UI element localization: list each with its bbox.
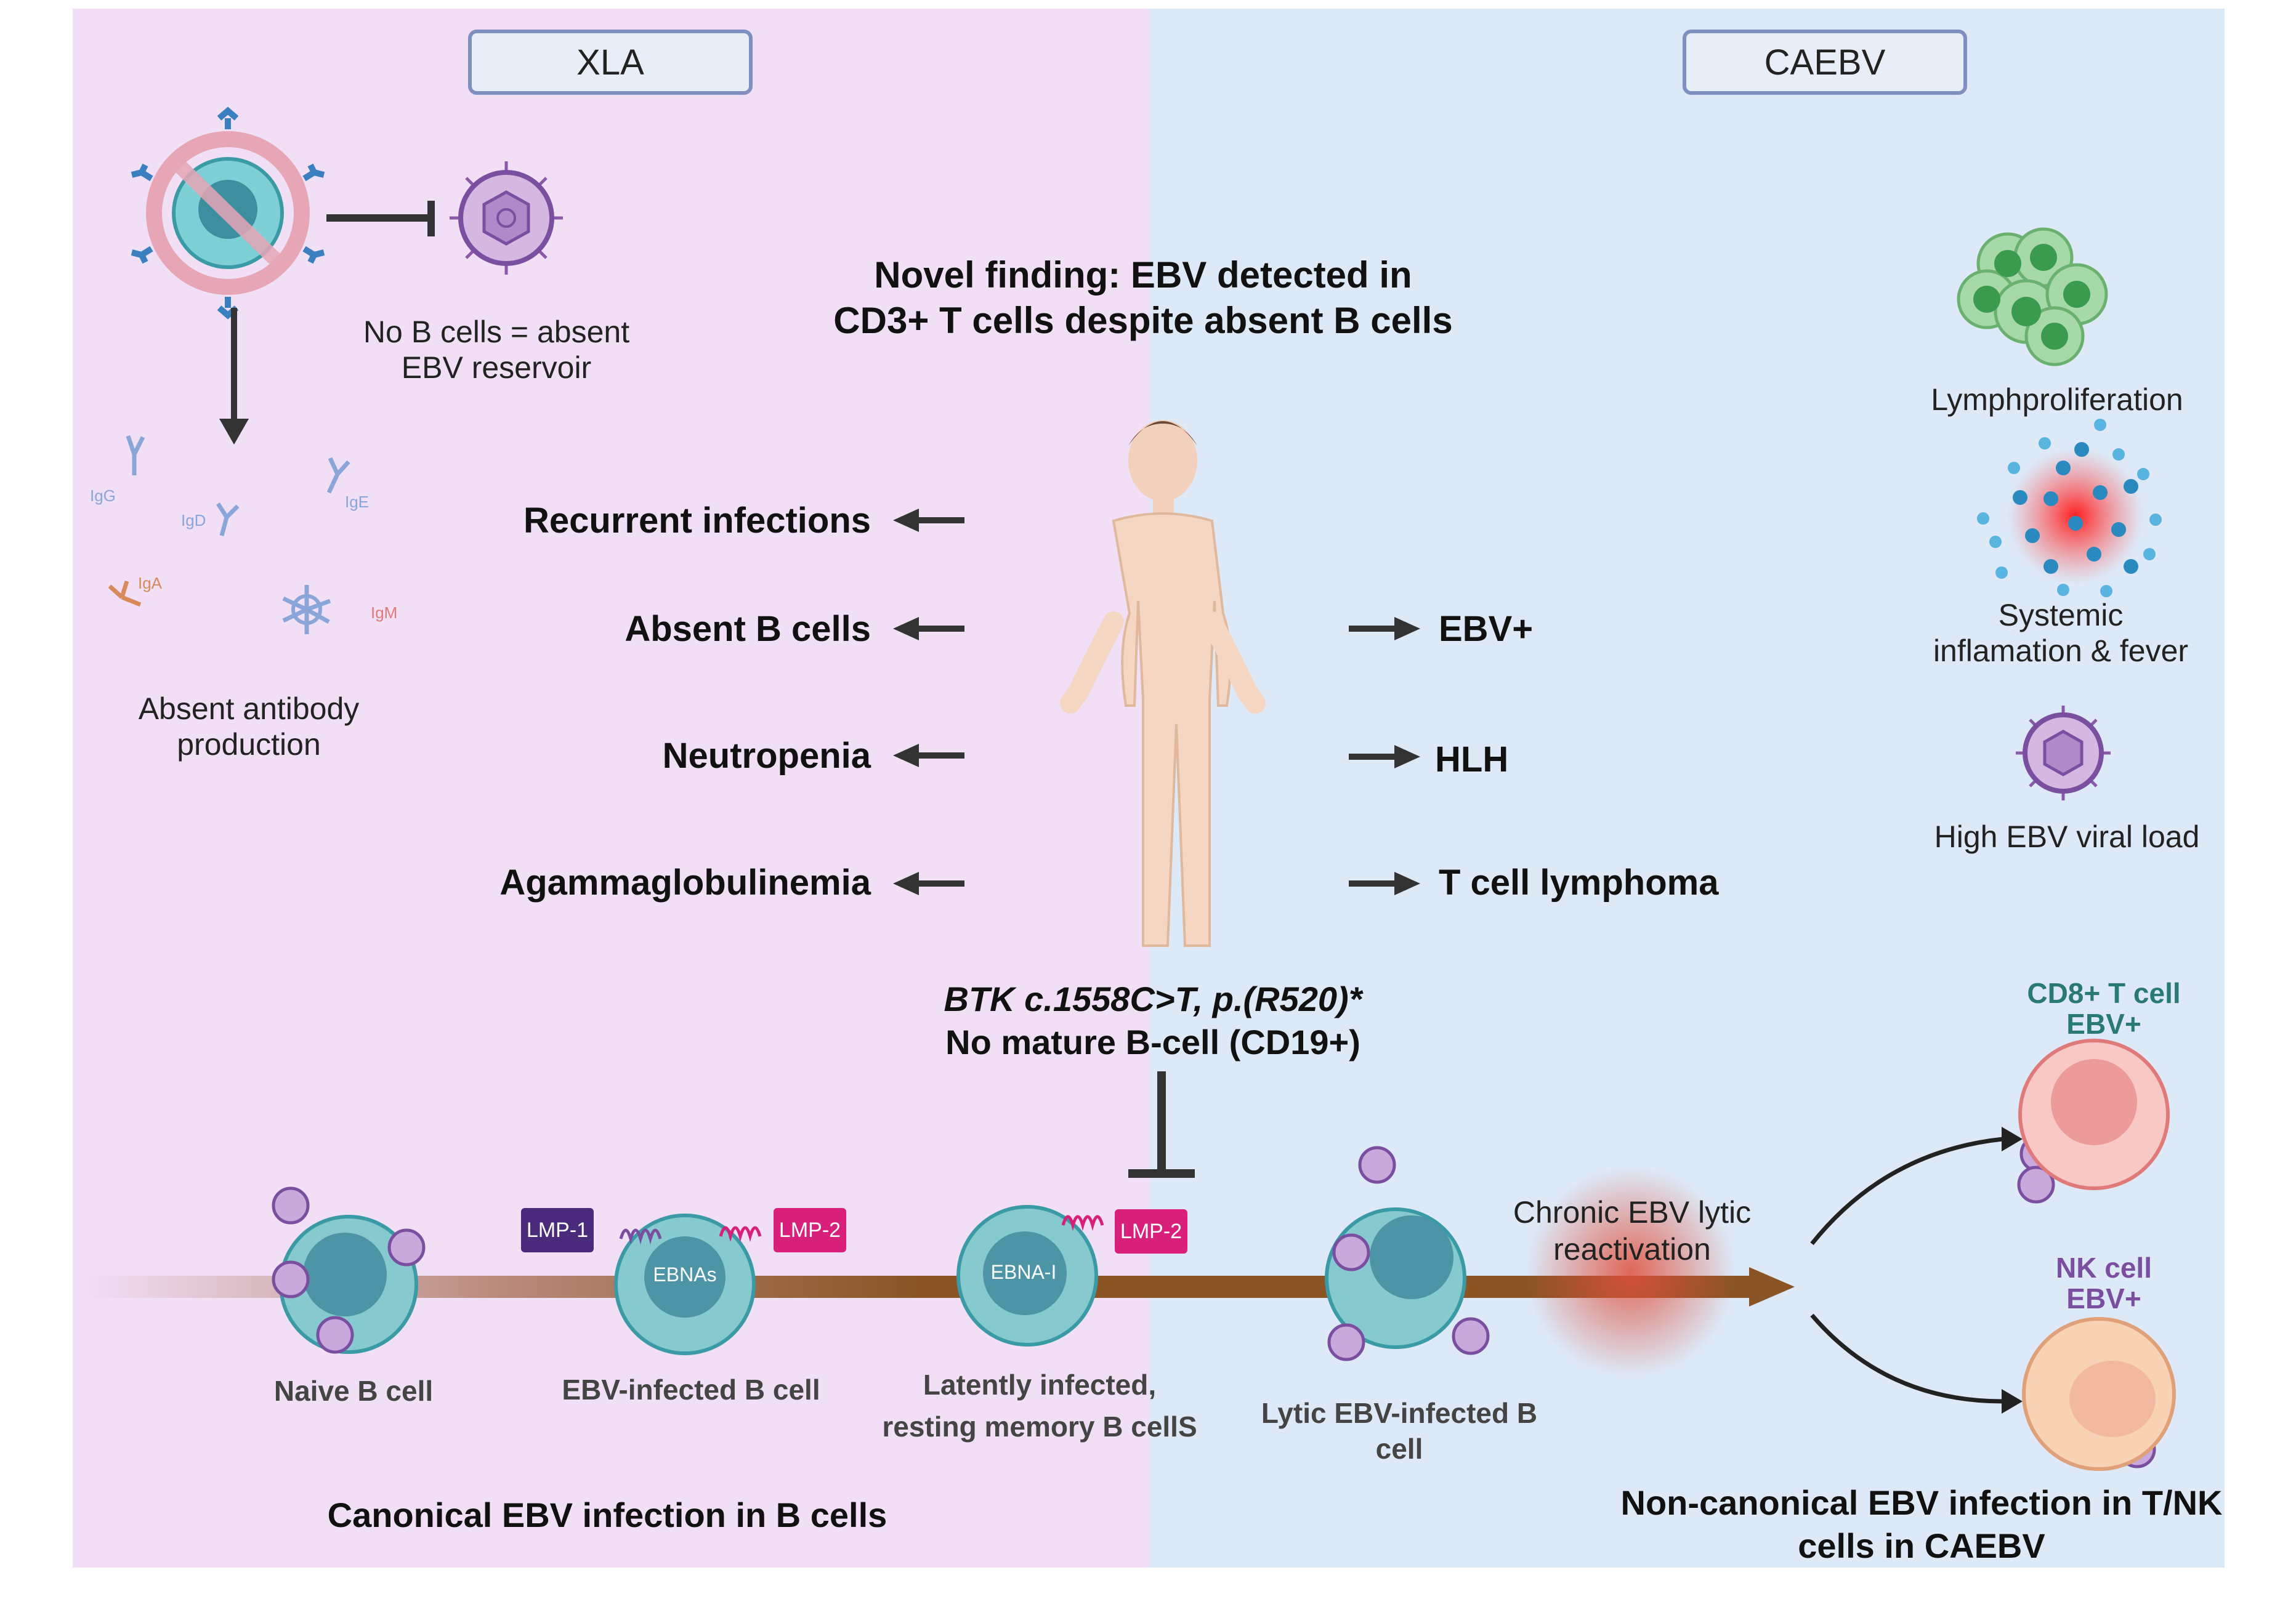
side-lymphproliferation: Lymphproliferation (1931, 382, 2183, 417)
lytic-line1: Lytic EBV-infected B (1261, 1397, 1538, 1429)
mutation-line2: No mature B-cell (CD19+) (945, 1023, 1360, 1061)
latent-line1: Latently infected, (923, 1369, 1157, 1401)
feature-neutropenia: Neutropenia (662, 736, 871, 776)
ebnas-label: EBNAs (653, 1263, 717, 1286)
ebna1-label: EBNA-I (990, 1261, 1057, 1283)
side-inflammation-line1: Systemic (1998, 598, 2124, 632)
nk-label-line2: EBV+ (2066, 1283, 2141, 1315)
isotype-igg: IgG (90, 486, 116, 505)
cd8-label-line2: EBV+ (2066, 1008, 2141, 1040)
feature-arrows-left (893, 509, 964, 895)
nk-label-line1: NK cell (2056, 1252, 2152, 1284)
isotype-igd: IgD (181, 511, 206, 530)
tag-lmp2-b: LMP-2 (1115, 1209, 1187, 1254)
arrow-head-cd8 (2002, 1127, 2023, 1151)
antibody-line2: production (177, 727, 321, 762)
xla-title: XLA (576, 42, 644, 83)
btk-inhibition (1128, 1071, 1195, 1178)
high-viral-load-icon (2016, 706, 2111, 800)
cd8-label-line1: CD8+ T cell (2027, 977, 2181, 1009)
feature-agammaglobulinemia: Agammaglobulinemia (499, 863, 871, 903)
naive-b-cell-icon (279, 1215, 418, 1354)
lytic-line2: cell (1375, 1433, 1423, 1465)
isotype-ige: IgE (345, 493, 370, 511)
feature-absent-b-cells: Absent B cells (625, 609, 871, 649)
patient-figure (1060, 420, 1266, 947)
tag-lmp1: LMP-1 (521, 1208, 594, 1252)
reservoir-line1: No B cells = absent (363, 315, 630, 349)
igm-core-icon (291, 594, 322, 625)
nk-cell-icon (2022, 1317, 2176, 1471)
isotype-igm: IgM (371, 603, 398, 622)
reservoir-line2: EBV reservoir (401, 350, 592, 385)
noncanonical-line1: Non-canonical EBV infection in T/NK (1620, 1483, 2223, 1522)
caebv-title: CAEBV (1764, 42, 1886, 83)
inflammation-icon (1977, 419, 2162, 597)
reactivation-line1: Chronic EBV lytic (1513, 1195, 1752, 1230)
latent-memory-b-cell-icon (956, 1205, 1104, 1347)
ebv-infected-label: EBV-infected B cell (562, 1374, 820, 1406)
antibody-line1: Absent antibody (138, 691, 360, 726)
feature-arrows-right (1349, 617, 1420, 895)
inhibition-arrow (326, 201, 435, 236)
lymphproliferation-icon (1957, 227, 2108, 366)
cd8-t-cell-icon (2018, 1039, 2170, 1190)
headline-line2: CD3+ T cells despite absent B cells (833, 300, 1453, 341)
ebv-infected-b-cell-icon (614, 1214, 762, 1355)
noncanonical-line2: cells in CAEBV (1798, 1526, 2045, 1565)
antibody-icons (108, 435, 350, 634)
feature-hlh: HLH (1435, 739, 1509, 779)
tag-lmp2-a: LMP-2 (774, 1208, 846, 1252)
side-inflammation-line2: inflamation & fever (1933, 634, 2189, 668)
canonical-label: Canonical EBV infection in B cells (327, 1496, 887, 1534)
mutation-line1: BTK c.1558C>T, p.(R520)* (944, 980, 1362, 1018)
naive-b-cell-label: Naive B cell (273, 1375, 434, 1407)
side-viral-load: High EBV viral load (1934, 820, 2200, 854)
branch-arrows (1810, 1137, 2003, 1404)
feature-t-cell-lymphoma: T cell lymphoma (1439, 863, 1719, 903)
down-arrow (219, 308, 249, 445)
isotype-iga: IgA (138, 574, 163, 592)
latent-line2: resting memory B cellS (882, 1411, 1197, 1443)
arrow-head-nk (2002, 1389, 2023, 1414)
absent-b-cell-icon (131, 107, 325, 320)
reactivation-line2: reactivation (1553, 1232, 1711, 1267)
xla-title-box: XLA (468, 30, 753, 95)
caebv-title-box: CAEBV (1683, 30, 1967, 95)
feature-recurrent-infections: Recurrent infections (523, 501, 871, 541)
ebv-virus-icon (450, 161, 563, 275)
headline-line1: Novel finding: EBV detected in (874, 254, 1412, 296)
feature-ebv-positive: EBV+ (1439, 609, 1534, 649)
